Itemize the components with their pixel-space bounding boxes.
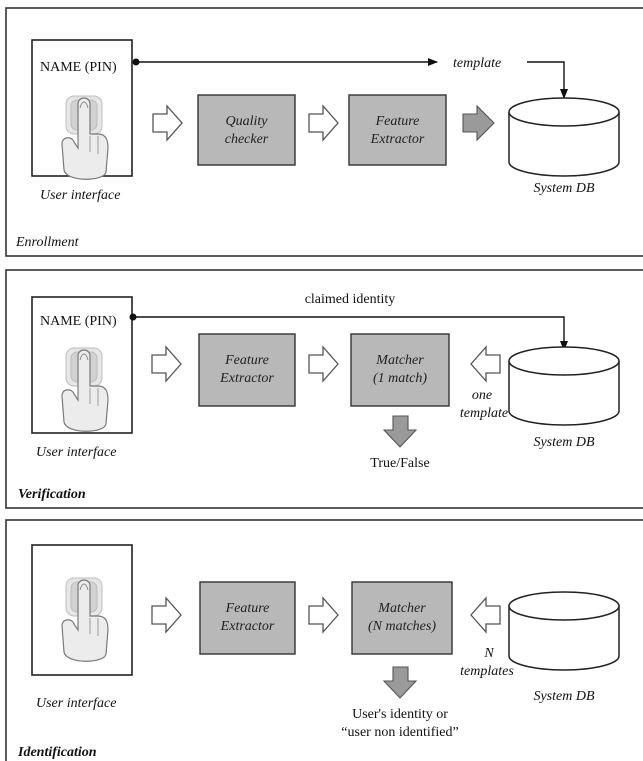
feature-extractor-box <box>348 94 447 166</box>
name-pin-label: NAME (PIN) <box>40 314 117 329</box>
box1-line1: Feature <box>225 601 270 616</box>
output-arrow <box>382 666 418 699</box>
box2-line2: (1 match) <box>373 371 427 386</box>
db-arrow-label-line1: one <box>472 388 492 403</box>
template-in-arrow <box>470 345 501 383</box>
templates-in-arrow <box>470 596 501 634</box>
flow-arrow <box>308 104 339 142</box>
box1-line2: Extractor <box>220 619 275 634</box>
box2-line1: Matcher <box>377 601 426 616</box>
fingerprint-hand-icon <box>61 95 109 180</box>
quality-checker-box <box>197 94 296 166</box>
db-arrow-label-line1: N <box>483 646 494 661</box>
flow-arrow <box>152 104 183 142</box>
output-label-line2: “user non identified” <box>341 725 458 740</box>
claimed-identity-label: claimed identity <box>305 292 396 307</box>
fingerprint-hand-icon <box>61 577 109 662</box>
panel-title: Verification <box>18 487 86 502</box>
db-arrow-label-line2: templates <box>460 664 514 679</box>
panel-enrollment: NAME (PIN) User interface template Quali… <box>5 7 643 257</box>
box1-line1: Feature <box>224 353 269 368</box>
flow-arrow <box>308 596 339 634</box>
system-db-label: System DB <box>533 689 594 704</box>
db-arrow-label-line2: template <box>460 406 508 421</box>
box2-line2: Extractor <box>370 132 425 147</box>
connector-dot <box>132 58 140 66</box>
store-arrow <box>462 104 495 142</box>
claimed-identity-line <box>135 316 568 351</box>
flow-arrow <box>151 345 182 383</box>
box1-line2: checker <box>225 132 269 147</box>
user-interface-label: User interface <box>40 188 120 203</box>
system-db-label: System DB <box>533 181 594 196</box>
system-db-label: System DB <box>533 435 594 450</box>
system-db-icon <box>508 97 620 177</box>
fingerprint-hand-icon <box>61 347 109 432</box>
output-label: True/False <box>370 456 429 471</box>
system-db-icon <box>508 346 620 426</box>
user-interface-label: User interface <box>36 696 116 711</box>
system-db-icon <box>508 591 620 671</box>
box2-line1: Matcher <box>375 353 424 368</box>
flow-arrow <box>308 345 339 383</box>
panel-title: Enrollment <box>15 235 80 250</box>
box1-line1: Quality <box>226 114 269 129</box>
box2-line1: Feature <box>375 114 420 129</box>
box2-line2: (N matches) <box>368 619 436 634</box>
db-feed-line <box>527 61 568 99</box>
output-label-line1: User's identity or <box>352 707 448 722</box>
panel-verification: claimed identity NAME (PIN) User interfa… <box>5 269 643 509</box>
feature-extractor-box <box>198 333 296 407</box>
feature-extractor-box <box>199 581 296 655</box>
flow-arrow <box>151 596 182 634</box>
output-arrow <box>382 415 418 448</box>
user-interface-label: User interface <box>36 445 116 460</box>
panel-title: Identification <box>17 745 97 760</box>
template-label: template <box>453 56 501 71</box>
panel-identification: User interface Feature Extractor Matcher… <box>5 519 643 761</box>
box1-line2: Extractor <box>219 371 274 386</box>
matcher-box <box>351 581 453 655</box>
name-pin-label: NAME (PIN) <box>40 60 117 75</box>
connector-dot <box>129 313 137 321</box>
matcher-box <box>350 333 450 407</box>
